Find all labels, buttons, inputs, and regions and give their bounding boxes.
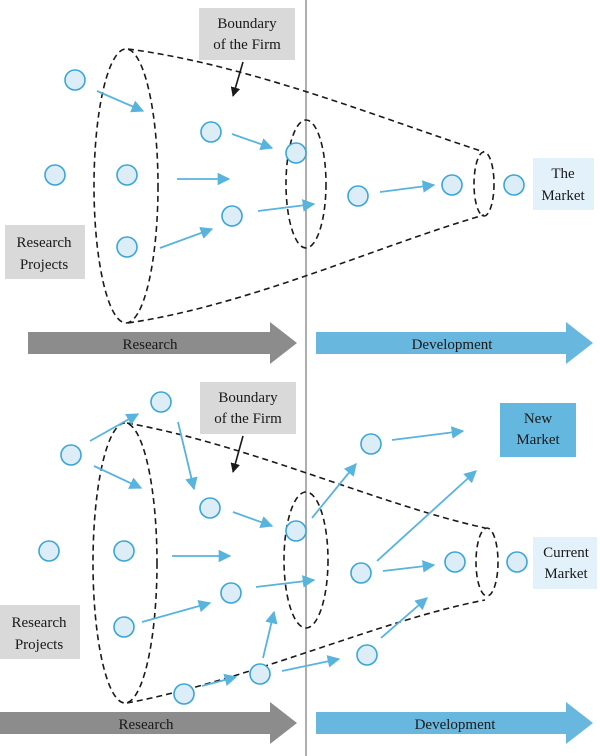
project-node [116,236,138,258]
project-node [44,164,66,186]
project-node [441,174,463,196]
boundary-label-line2: of the Firm [213,37,281,53]
project-node [285,520,307,542]
new-market-label-line2: Market [516,432,560,448]
market-label-line2: Market [541,188,585,204]
boundary-label: Boundary of the Firm [199,8,295,97]
new-market-label: New Market [500,403,576,457]
research-projects [44,69,525,258]
project-node [116,164,138,186]
current-market-label-line2: Market [544,566,588,582]
funnel-top-edge [126,422,486,529]
project-node [150,391,172,413]
research-phase-arrow: Research [0,702,297,744]
research-projects-label: Research Projects [0,605,80,659]
current-market-label: Current Market [533,537,597,589]
research-phase-arrow: Research [28,322,297,364]
development-phase-label: Development [412,337,494,353]
project-node [360,433,382,455]
closed-innovation-funnel: Boundary of the Firm Research Projects T… [5,8,594,364]
project-node [506,551,528,573]
project-node [38,540,60,562]
boundary-label-line2: of the Firm [214,411,282,427]
project-node [356,644,378,666]
current-market-label-line1: Current [543,545,590,561]
research-projects-label-line2: Projects [15,637,63,653]
funnel-exit-ring [475,527,499,597]
project-node [221,205,243,227]
project-node [64,69,86,91]
boundary-label: Boundary of the Firm [200,382,296,473]
project-node [173,683,195,705]
project-node [350,562,372,584]
new-market-label-line1: New [524,411,552,427]
project-node [444,551,466,573]
project-node [200,121,222,143]
funnel-mouth [93,48,159,324]
research-projects-label-line1: Research [17,235,72,251]
development-phase-arrow: Development [316,322,593,364]
funnel-exit-ring [473,151,495,217]
flow-arrows [96,90,436,249]
flow-arrows [89,413,477,687]
market-label: The Market [533,158,594,210]
project-node [285,142,307,164]
project-node [220,582,242,604]
development-phase-label: Development [415,717,497,733]
project-node [249,663,271,685]
boundary-label-line1: Boundary [217,16,277,32]
research-projects [38,391,528,705]
research-projects-label: Research Projects [5,225,85,279]
research-phase-label: Research [119,717,174,733]
funnel-bottom-edge [127,214,485,324]
development-phase-arrow: Development [316,702,593,744]
open-innovation-funnel: Boundary of the Firm Research Projects N… [0,382,597,744]
project-node [113,540,135,562]
funnel-mouth [92,422,158,704]
project-node [60,444,82,466]
boundary-label-line1: Boundary [218,390,278,406]
project-node [113,616,135,638]
market-label-line1: The [551,166,575,182]
research-projects-label-line2: Projects [20,257,68,273]
research-projects-label-line1: Research [12,615,67,631]
funnel-top-edge [127,48,485,153]
project-node [347,185,369,207]
research-phase-label: Research [123,337,178,353]
project-node [199,497,221,519]
project-node [503,174,525,196]
funnel-middle-ring [285,119,327,249]
funnel-middle-ring [283,491,329,629]
